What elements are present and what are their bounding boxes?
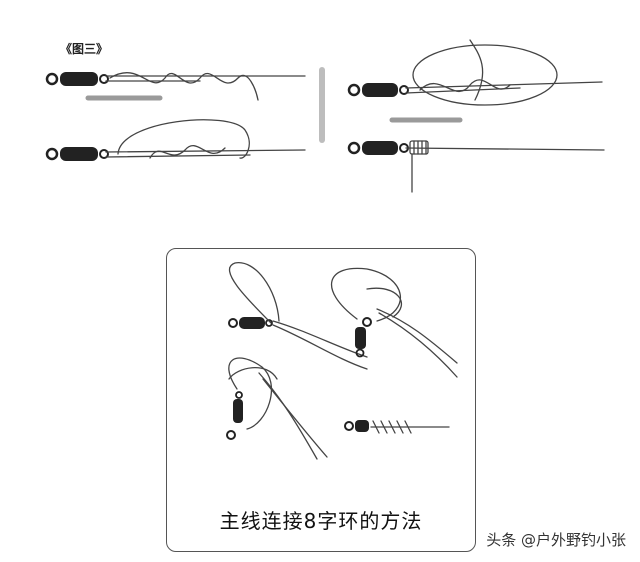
panel-step-b: [330, 267, 458, 378]
step-1-diagram: [45, 72, 306, 101]
panel-step-c: [226, 357, 328, 460]
swivel-icon: [45, 147, 109, 161]
swivel-icon: [347, 141, 409, 155]
figure-label: 《图三》: [60, 42, 109, 56]
step-3-diagram: [347, 39, 603, 106]
swivel-icon: [45, 72, 109, 86]
swivel-icon: [355, 317, 372, 358]
swivel-icon: [347, 83, 409, 97]
watermark: 头条 @户外野钓小张: [486, 531, 626, 549]
panel-step-d: [344, 420, 450, 434]
swivel-icon: [228, 317, 273, 329]
step-4-diagram: [347, 140, 605, 193]
panel-diagram: [226, 262, 458, 460]
swivel-icon: [344, 420, 369, 432]
panel-step-a: [228, 262, 368, 370]
step-2-diagram: [45, 119, 306, 161]
panel-caption: 主线连接8字环的方法: [219, 509, 423, 533]
swivel-icon: [226, 391, 243, 440]
instruction-panel: 主线连接8字环的方法: [166, 248, 476, 552]
